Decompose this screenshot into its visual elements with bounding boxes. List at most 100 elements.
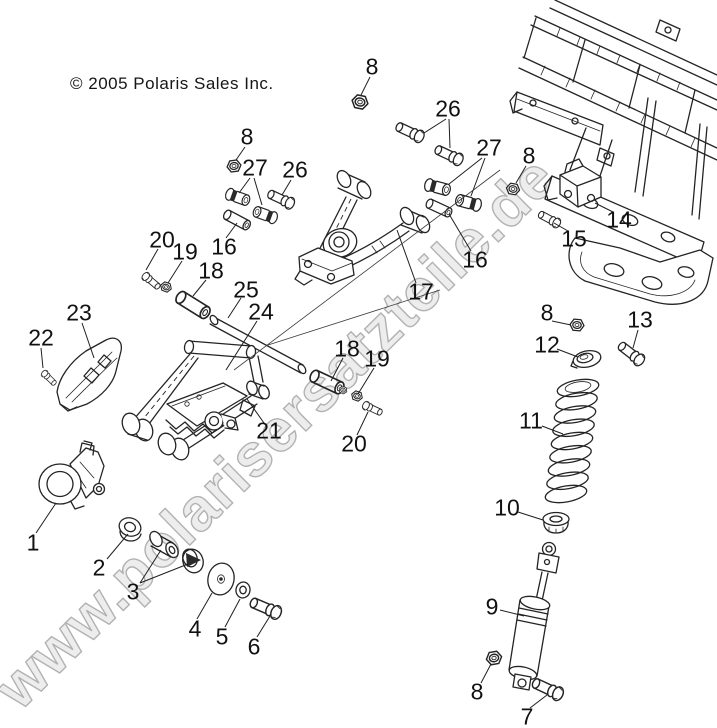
nut-8-mid-drawing <box>568 318 586 332</box>
leader-line <box>423 118 447 134</box>
leader-line <box>35 502 57 534</box>
spring-retainer-drawing <box>570 350 602 369</box>
bushing-27-right-a-drawing <box>422 177 453 198</box>
spring-coil <box>544 484 588 504</box>
leader-line <box>551 320 572 326</box>
callout-label: 17 <box>408 278 434 305</box>
callout-label: 12 <box>534 331 560 358</box>
callout-label: 9 <box>485 593 499 620</box>
callout-label: 6 <box>247 633 261 660</box>
bolt-6-drawing <box>247 594 285 622</box>
washer-small-drawing <box>235 581 251 599</box>
spring-coil <box>546 471 589 491</box>
mud-guard-drawing <box>56 337 122 412</box>
callout-label: 20 <box>341 430 367 457</box>
spring-coil <box>550 431 594 451</box>
callout-label: 8 <box>365 53 379 80</box>
callout-label: 26 <box>435 95 461 122</box>
leader-line <box>139 563 189 584</box>
spring-coil <box>555 391 598 411</box>
callout-label: 15 <box>561 225 587 252</box>
leader-line <box>517 511 544 521</box>
construction-line <box>233 169 501 371</box>
bolt-13-drawing <box>614 338 648 369</box>
callout-label: 8 <box>240 123 254 150</box>
nut-8-top-drawing <box>350 93 370 111</box>
copyright-text: © 2005 Polaris Sales Inc. <box>70 74 274 93</box>
callout-label: 19 <box>364 345 390 372</box>
callout-label: 13 <box>627 306 653 333</box>
bushing-kit-drawing <box>118 517 204 574</box>
leader-line <box>396 229 417 284</box>
callout-label: 3 <box>126 578 140 605</box>
leader-line <box>281 179 292 196</box>
leader-lines <box>35 76 639 709</box>
bushing-27-left-b-drawing <box>251 204 280 226</box>
leader-line <box>515 165 527 184</box>
construction-line <box>267 289 441 346</box>
leader-line <box>246 398 265 424</box>
frame-drawing <box>509 0 717 305</box>
callout-label: 4 <box>188 615 202 642</box>
leader-line <box>225 222 238 239</box>
bolt-15-drawing <box>536 208 563 230</box>
callout-label: 27 <box>242 154 268 181</box>
leader-line <box>360 76 371 96</box>
bushing-27-left-a-drawing <box>223 186 252 208</box>
leader-line <box>167 260 183 284</box>
knuckle-drawing <box>38 440 106 510</box>
callout-label: 22 <box>28 324 54 351</box>
callout-label: 8 <box>540 299 554 326</box>
leader-line <box>330 357 344 382</box>
upper-control-arm-drawing <box>294 169 431 286</box>
nut-8-bottom-drawing <box>484 649 504 667</box>
callout-label: 8 <box>470 678 484 705</box>
leader-line <box>253 177 263 206</box>
callout-label: 27 <box>476 134 502 161</box>
callout-label: 2 <box>92 554 106 581</box>
callout-label: 26 <box>282 156 308 183</box>
leader-line <box>499 609 525 617</box>
leader-line <box>224 598 241 628</box>
callout-label: 10 <box>494 494 520 521</box>
leader-line <box>556 348 579 358</box>
leader-line <box>448 157 483 185</box>
leader-line <box>480 663 492 684</box>
leader-line <box>192 279 207 297</box>
watermark-text: www.polarisersatzteile.de <box>0 143 569 722</box>
leader-line <box>632 329 639 349</box>
leader-line <box>594 202 614 213</box>
bolt-26-right-a-drawing <box>393 119 427 145</box>
leader-line <box>357 367 375 395</box>
callout-label: 14 <box>606 206 632 233</box>
leader-line <box>40 347 44 369</box>
leader-line <box>238 177 251 194</box>
callout-label: 20 <box>149 226 175 253</box>
spring-coil <box>556 378 600 398</box>
callout-label: 24 <box>248 298 274 325</box>
spring-seat-drawing <box>542 511 570 534</box>
leader-line <box>553 222 569 232</box>
callout-label: 16 <box>462 246 488 273</box>
bolt-26-left-drawing <box>265 186 297 212</box>
callout-label: 1 <box>26 529 40 556</box>
bolt-26-right-b-drawing <box>432 142 466 168</box>
leader-line <box>145 248 159 271</box>
washer-large-drawing <box>207 562 235 596</box>
pivot-bolt-18-left-drawing <box>173 288 213 322</box>
bolt-22-drawing <box>39 368 59 388</box>
nut-8-left-drawing <box>225 158 243 174</box>
spring-coil <box>547 458 591 477</box>
callout-label: 18 <box>198 257 224 284</box>
leader-line <box>448 213 472 252</box>
pivot-bracket-drawing <box>559 158 602 208</box>
callout-label: 25 <box>233 276 259 303</box>
leader-line <box>356 411 369 436</box>
coil-spring-drawing <box>544 378 600 504</box>
leader-line <box>139 549 162 584</box>
shock-absorber-drawing <box>508 541 560 691</box>
leader-line <box>106 533 129 560</box>
spacer-16-left-drawing <box>221 208 253 232</box>
callout-label: 7 <box>520 703 534 728</box>
